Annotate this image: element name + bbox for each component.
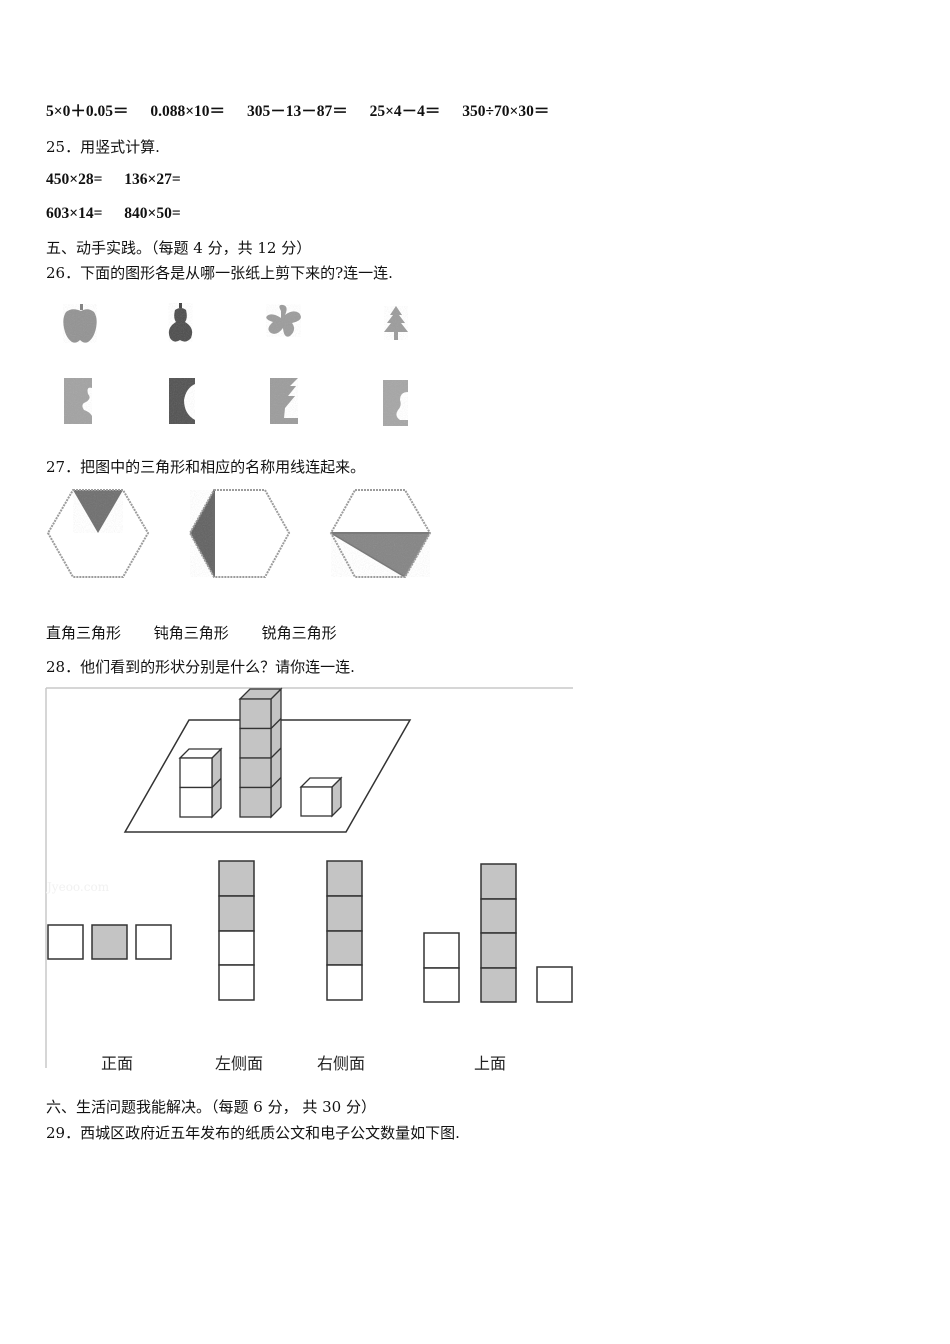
expression: 5×0＋0.05＝ — [46, 103, 129, 120]
q24-expression-row: 5×0＋0.05＝ 0.088×10＝ 305－13－87＝ 25×4－4＝ 3… — [46, 103, 549, 121]
right-cube — [299, 776, 343, 818]
expression: 25×4－4＝ — [369, 103, 441, 120]
label-top-view: 上面 — [474, 1054, 507, 1073]
q27-figure — [46, 489, 432, 578]
label-right-side-view: 右侧面 — [317, 1054, 366, 1073]
hexagon-1 — [46, 489, 150, 578]
shaded-triangle — [331, 533, 430, 577]
q27-title: 27．把图中的三角形和相应的名称用线连起来。 — [46, 458, 366, 476]
hexagon-3 — [329, 489, 432, 578]
watermark: Jyeoo.com — [47, 880, 110, 894]
label-acute-triangle: 锐角三角形 — [261, 624, 337, 642]
q29-title: 29．西城区政府近五年发布的纸质公文和电子公文数量如下图. — [46, 1124, 460, 1142]
section-5-heading: 五、动手实践。（每题 4 分，共 12 分） — [46, 239, 312, 257]
right-side-view — [326, 860, 363, 1001]
q26-figure — [63, 303, 408, 426]
tree-shape-icon — [384, 306, 408, 340]
expression: 136×27= — [124, 171, 181, 188]
expression: 0.088×10＝ — [150, 103, 226, 120]
q25-row-2: 603×14= 840×50= — [46, 205, 181, 223]
expression: 603×14= — [46, 205, 103, 222]
flower-shape-icon — [266, 304, 301, 337]
front-view — [47, 924, 172, 960]
paper-flower-cut-icon — [64, 378, 92, 424]
paper-apple-cut-icon — [383, 380, 408, 426]
expression: 305－13－87＝ — [246, 103, 348, 120]
expression: 350÷70×30＝ — [462, 103, 550, 120]
q27-labels: 直角三角形 钝角三角形 锐角三角形 — [46, 624, 365, 642]
q25-title: 25．用竖式计算. — [46, 138, 160, 156]
label-obtuse-triangle: 钝角三角形 — [153, 624, 229, 642]
shaded-triangle — [190, 490, 214, 577]
label-left-side-view: 左侧面 — [215, 1054, 264, 1073]
section-6-heading: 六、生活问题我能解决。（每题 6 分， 共 30 分） — [46, 1098, 376, 1116]
apple-shape-icon — [63, 304, 97, 343]
hexagon-2 — [188, 489, 291, 578]
shaded-triangle — [73, 490, 123, 533]
q28-title: 28．他们看到的形状分别是什么？请你连一连. — [46, 658, 355, 676]
expression: 840×50= — [124, 205, 181, 222]
q26-title: 26．下面的图形各是从哪一张纸上剪下来的?连一连. — [46, 264, 393, 282]
paper-tree-cut-icon — [270, 378, 298, 424]
left-stack — [178, 747, 223, 819]
label-right-triangle: 直角三角形 — [46, 624, 122, 642]
gourd-shape-icon — [168, 303, 193, 342]
middle-stack — [238, 687, 283, 819]
paper-gourd-cut-icon — [169, 378, 195, 424]
expression: 450×28= — [46, 171, 103, 188]
top-view — [423, 863, 573, 1003]
q25-row-1: 450×28= 136×27= — [46, 171, 181, 189]
label-front-view: 正面 — [101, 1054, 134, 1073]
q28-figure — [45, 687, 573, 1068]
left-side-view — [218, 860, 255, 1001]
